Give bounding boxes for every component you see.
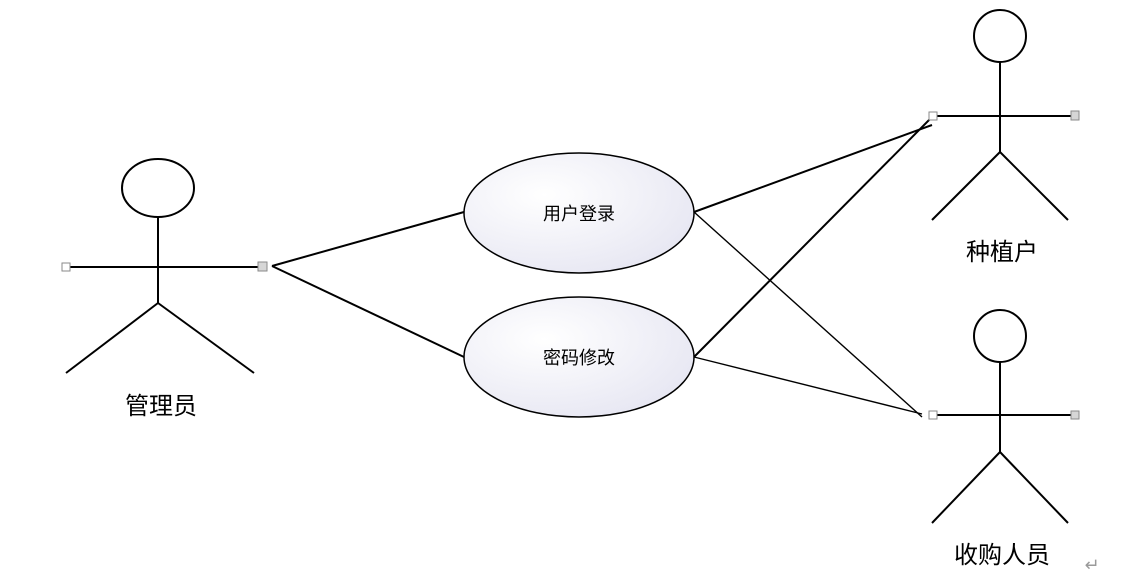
actor-buyer-label: 收购人员 <box>954 541 1050 569</box>
actor-grower-left-handle[interactable] <box>928 111 938 121</box>
actor-buyer-head <box>973 309 1027 363</box>
associations <box>271 116 933 418</box>
actor-grower[interactable] <box>928 9 1080 221</box>
usecase-password[interactable]: 密码修改 <box>463 296 695 418</box>
usecase-password-shape[interactable] <box>463 296 695 418</box>
actor-grower-right-leg <box>999 151 1069 221</box>
usecase-login[interactable]: 用户登录 <box>463 152 695 274</box>
actor-admin-left-handle[interactable] <box>61 262 71 272</box>
usecase-login-shape[interactable] <box>463 152 695 274</box>
return-mark-icon: ↵ <box>1084 555 1099 576</box>
association-admin-password[interactable] <box>271 265 465 358</box>
actor-admin-label: 管理员 <box>125 392 197 420</box>
association-login-buyer[interactable] <box>693 211 923 418</box>
association-login-grower[interactable] <box>693 124 933 213</box>
usecase-login-label: 用户登录 <box>543 204 615 225</box>
actor-buyer-left-leg <box>931 451 1001 524</box>
actor-grower-right-handle[interactable] <box>1070 110 1080 121</box>
actor-grower-head <box>973 9 1027 63</box>
actor-admin-right-leg <box>157 302 255 374</box>
actor-grower-label: 种植户 <box>966 238 1038 266</box>
association-password-buyer[interactable] <box>693 356 923 415</box>
actor-buyer[interactable] <box>928 309 1080 524</box>
actor-buyer-right-leg <box>999 451 1069 524</box>
association-password-grower[interactable] <box>693 116 933 358</box>
usecase-password-label: 密码修改 <box>543 348 615 369</box>
actor-buyer-left-handle[interactable] <box>928 410 938 420</box>
actor-admin[interactable] <box>61 158 268 374</box>
association-admin-login[interactable] <box>271 211 465 267</box>
actor-buyer-right-handle[interactable] <box>1070 410 1080 420</box>
actor-admin-right-handle[interactable] <box>257 261 268 272</box>
actor-admin-left-leg <box>65 302 159 374</box>
actor-grower-left-leg <box>931 151 1001 221</box>
actor-admin-head <box>121 158 195 218</box>
